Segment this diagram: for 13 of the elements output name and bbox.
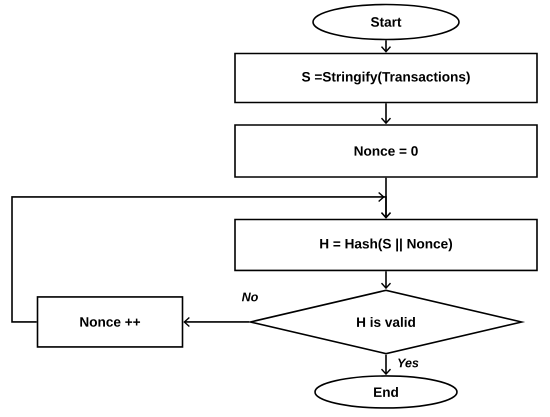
arrow (380, 271, 392, 290)
end-oval: End (314, 375, 458, 409)
process-box: H = Hash(S || Nonce) (234, 218, 538, 272)
arrow (380, 103, 392, 124)
edge-label: Yes (396, 358, 420, 368)
arrow (380, 354, 392, 376)
arrow (11, 192, 392, 323)
process-box: Nonce = 0 (234, 124, 538, 178)
arrow (183, 316, 250, 327)
process-box: S =Stringify(Transactions) (234, 52, 538, 104)
process-box: Nonce ++ (36, 296, 184, 348)
start-oval: Start (312, 4, 460, 40)
arrow (380, 40, 392, 53)
